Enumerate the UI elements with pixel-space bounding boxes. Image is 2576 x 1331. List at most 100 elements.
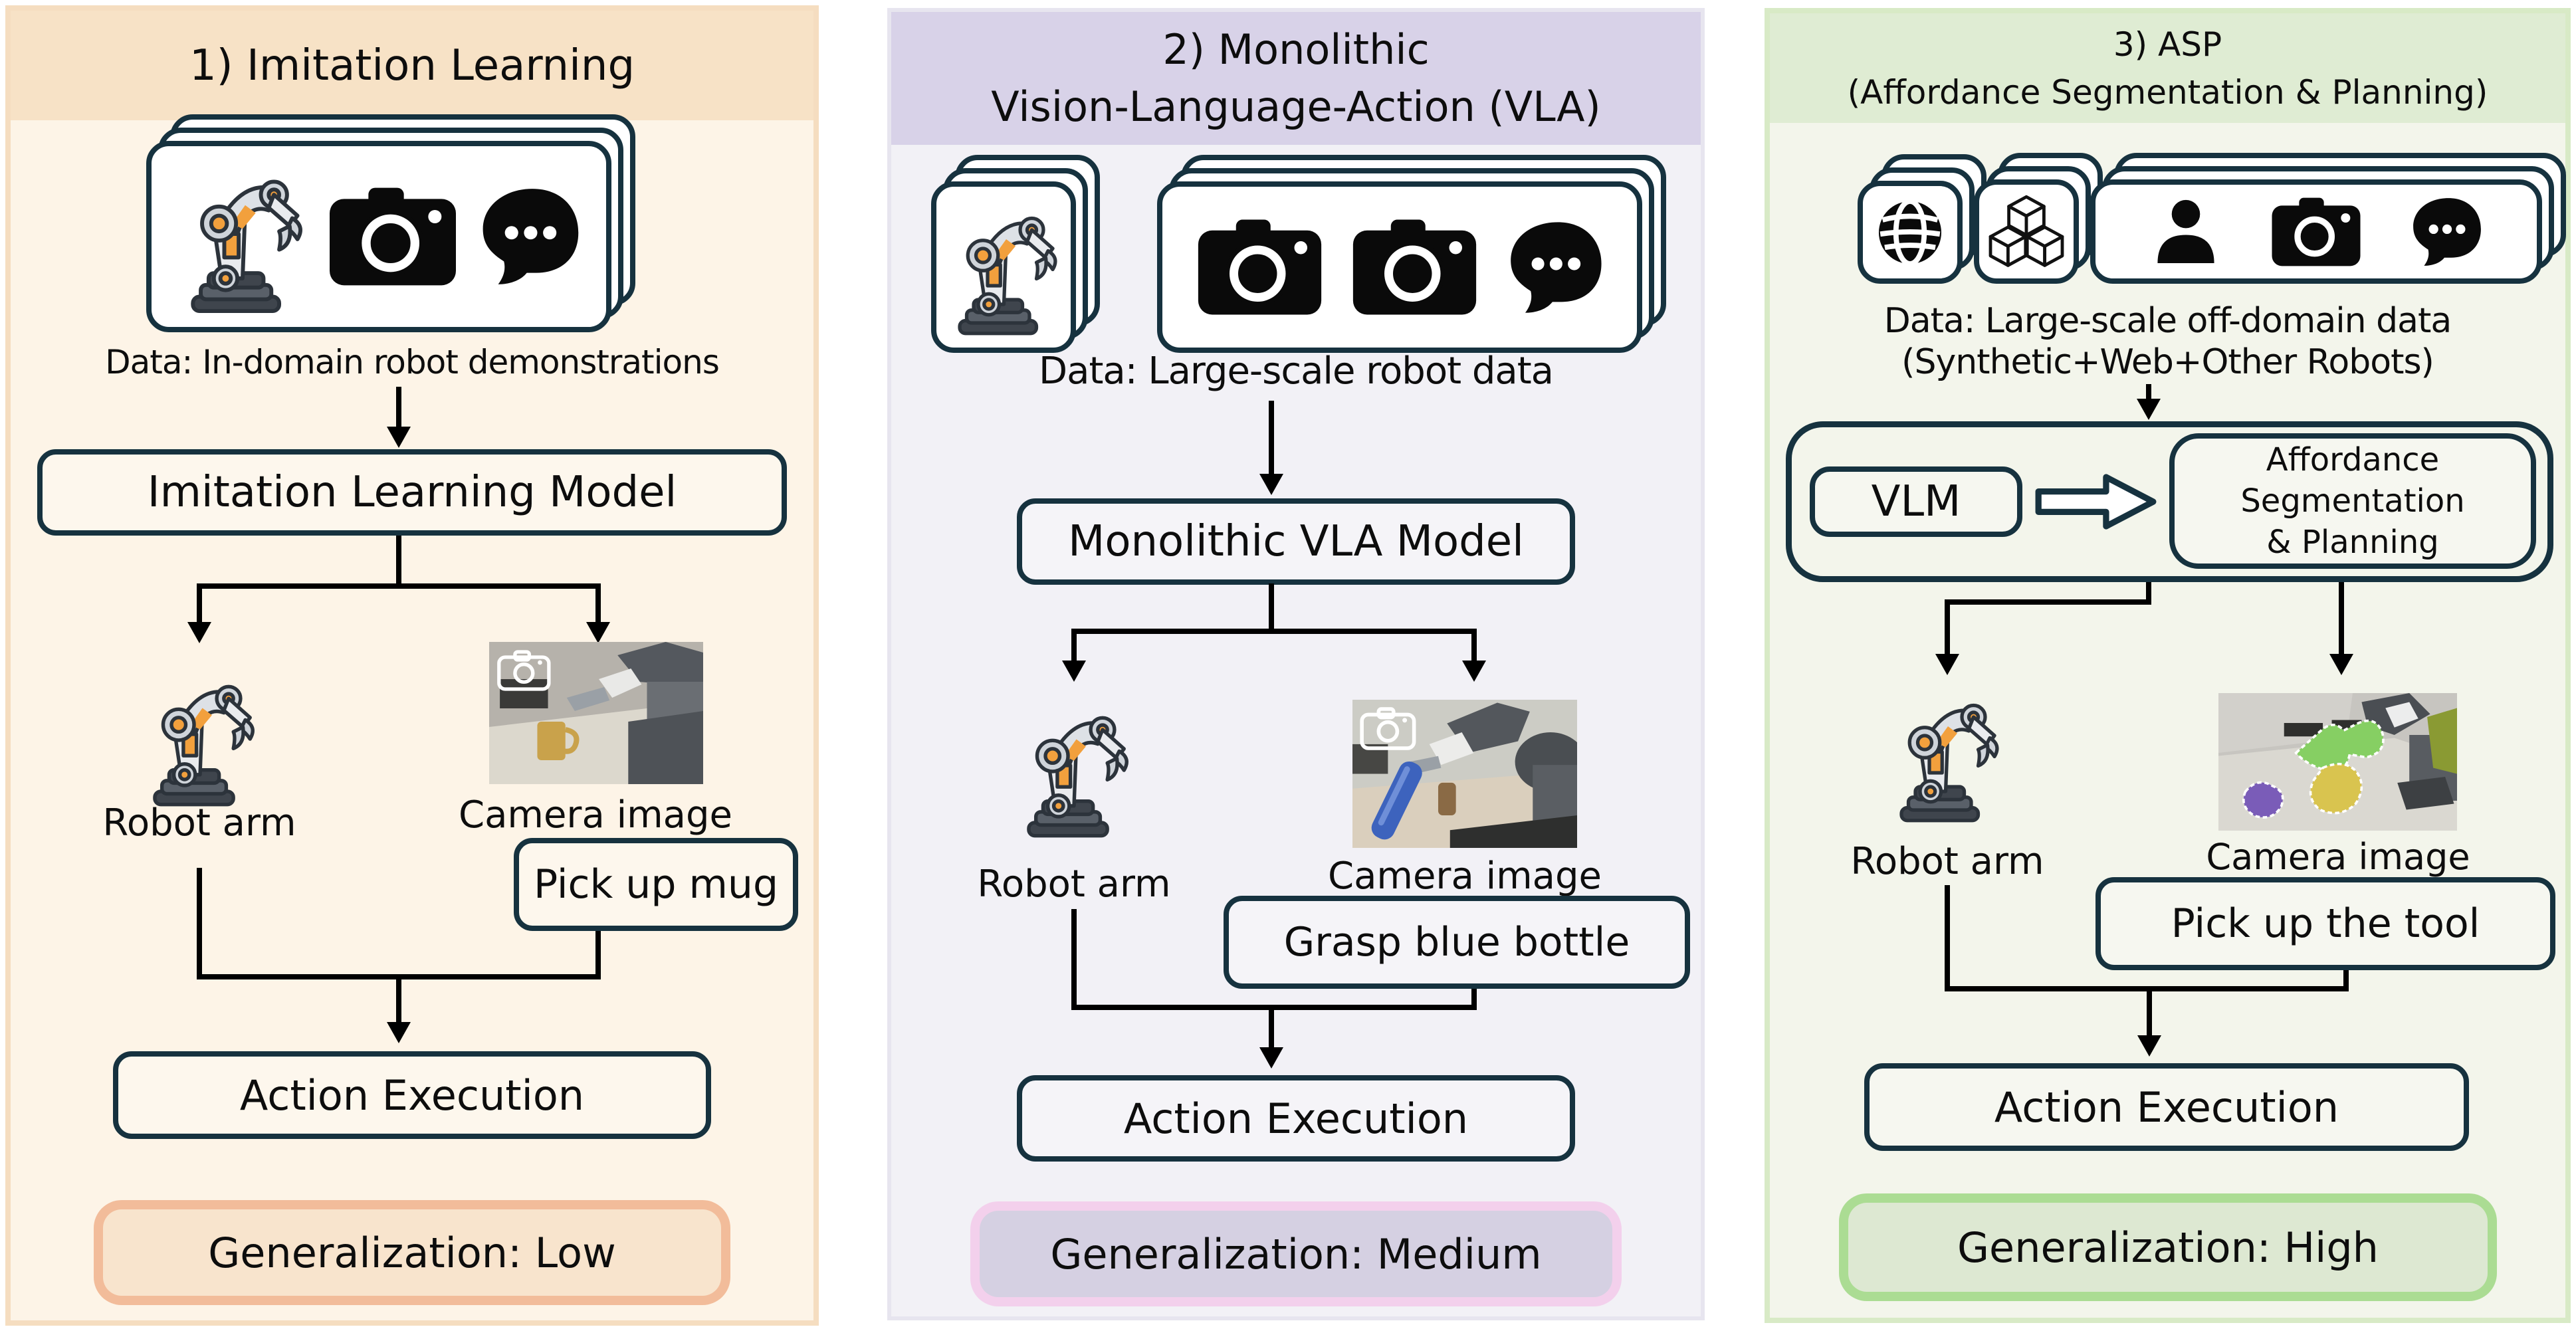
robot-arm-label: Robot arm xyxy=(102,801,296,845)
arrow-line xyxy=(396,387,401,429)
arrow-head xyxy=(1062,661,1086,682)
arrow-head xyxy=(2137,399,2161,420)
merge-stem xyxy=(2147,986,2152,1037)
data-card-stack xyxy=(146,114,635,332)
globe-icon xyxy=(1873,195,1947,270)
camera-icon xyxy=(1350,217,1479,317)
arrow-head xyxy=(2137,1035,2161,1057)
branch-left-line xyxy=(1071,629,1077,662)
camera-scene-bottle xyxy=(1352,700,1577,848)
data-card xyxy=(1157,181,1642,353)
robot-arm-label: Robot arm xyxy=(977,863,1171,906)
camera-icon xyxy=(326,185,459,288)
robot-arm-illustration xyxy=(137,665,263,808)
web-card-stack xyxy=(1858,154,1986,284)
merge-right-line xyxy=(1471,989,1477,1010)
robot-arm-illustration xyxy=(1884,684,2007,824)
speech-bubble-icon xyxy=(1505,220,1605,315)
camera-scene-mug xyxy=(489,642,703,784)
data-card xyxy=(2090,179,2542,284)
panel2-title: 2) Monolithic Vision-Language-Action (VL… xyxy=(891,12,1701,145)
camera-image-photo xyxy=(2218,693,2457,831)
panel-asp: 3) ASP (Affordance Segmentation & Planni… xyxy=(1765,8,2571,1323)
arrow-head xyxy=(387,427,411,448)
exit-right-line xyxy=(2339,582,2344,655)
branch-right-line xyxy=(595,583,601,623)
speech-bubble-icon xyxy=(2409,197,2484,267)
arrow-line xyxy=(1269,401,1274,475)
arrow-head xyxy=(1259,1047,1283,1069)
merge-stem xyxy=(396,974,401,1023)
camera-image-photo xyxy=(1352,700,1577,848)
instruction-box: Grasp blue bottle xyxy=(1224,896,1690,989)
camera-icon xyxy=(2270,196,2363,268)
action-execution-box: Action Execution xyxy=(1017,1075,1575,1162)
data-card xyxy=(1858,181,1963,284)
robot-arm-icon xyxy=(946,197,1062,337)
data-caption: Data: Large-scale off-domain data (Synth… xyxy=(1883,301,2452,382)
asp-box: Affordance Segmentation & Planning xyxy=(2169,433,2536,569)
arrow-head xyxy=(387,1022,411,1043)
arrow-head xyxy=(1462,661,1486,682)
model-box: Monolithic VLA Model xyxy=(1017,498,1575,585)
branch-split-line xyxy=(1071,629,1477,634)
sensor-card-stack xyxy=(1157,155,1666,353)
synthetic-card-stack xyxy=(1974,153,2103,284)
panel-imitation-learning: 1) Imitation Learning Data: In-domain ro… xyxy=(5,5,819,1326)
action-execution-box: Action Execution xyxy=(1864,1063,2469,1151)
vlm-box: VLM xyxy=(1810,466,2022,537)
branch-right-line xyxy=(1471,629,1477,662)
data-card xyxy=(1974,179,2079,284)
instruction-box: Pick up the tool xyxy=(2095,877,2555,970)
arrow-head xyxy=(187,622,211,643)
action-execution-box: Action Execution xyxy=(113,1051,711,1139)
panel-monolithic-vla: 2) Monolithic Vision-Language-Action (VL… xyxy=(887,8,1705,1320)
branch-split-line xyxy=(197,583,601,589)
robot-arm-label: Robot arm xyxy=(1850,840,2044,883)
generalization-badge: Generalization: Medium xyxy=(970,1201,1622,1306)
camera-icon xyxy=(1195,217,1325,317)
data-card xyxy=(146,141,611,332)
camera-image-photo xyxy=(489,642,703,784)
exit-left-line xyxy=(1945,599,2151,605)
robot-arm-icon xyxy=(176,158,309,315)
merge-left-line xyxy=(1945,885,1950,991)
exit-left-stem xyxy=(2146,582,2151,605)
panel3-title: 3) ASP (Affordance Segmentation & Planni… xyxy=(1770,13,2565,123)
exit-left-drop xyxy=(1945,599,1950,655)
vlm-asp-container xyxy=(1786,421,2553,582)
robot-card-stack xyxy=(931,155,1100,353)
branch-stem xyxy=(1269,583,1274,631)
arrow-head xyxy=(586,622,610,643)
panel1-title-line1: 1) Imitation Learning xyxy=(189,41,635,90)
panel3-title-line2: (Affordance Segmentation & Planning) xyxy=(1847,72,2488,112)
camera-image-label: Camera image xyxy=(2206,836,2470,878)
panel1-title: 1) Imitation Learning xyxy=(11,11,813,120)
camera-image-label: Camera image xyxy=(1328,855,1602,898)
panel2-title-line2: Vision-Language-Action (VLA) xyxy=(991,82,1601,131)
data-card xyxy=(931,181,1076,353)
branch-stem xyxy=(396,536,401,586)
camera-scene-segmentation xyxy=(2218,693,2457,831)
arrow-head xyxy=(1935,654,1959,675)
camera-image-label: Camera image xyxy=(459,793,732,837)
person-icon xyxy=(2149,195,2223,269)
arrow-head xyxy=(1259,474,1283,495)
instruction-box: Pick up mug xyxy=(514,838,798,931)
arrow-head xyxy=(2329,654,2353,675)
multimodal-card-stack xyxy=(2090,153,2566,284)
data-caption: Data: In-domain robot demonstrations xyxy=(105,343,720,381)
merge-left-line xyxy=(1071,909,1077,1010)
merge-right-line xyxy=(2343,970,2349,991)
panel2-title-line1: 2) Monolithic xyxy=(1162,25,1430,74)
hollow-right-arrow xyxy=(2035,474,2157,530)
speech-bubble-icon xyxy=(477,187,582,286)
merge-line xyxy=(1071,1005,1477,1010)
branch-left-line xyxy=(197,583,202,623)
cubes-icon xyxy=(1986,192,2066,272)
generalization-badge: Generalization: High xyxy=(1839,1193,2497,1301)
arrow-line xyxy=(2146,384,2151,401)
merge-stem xyxy=(1269,1005,1274,1049)
generalization-badge: Generalization: Low xyxy=(94,1200,730,1305)
